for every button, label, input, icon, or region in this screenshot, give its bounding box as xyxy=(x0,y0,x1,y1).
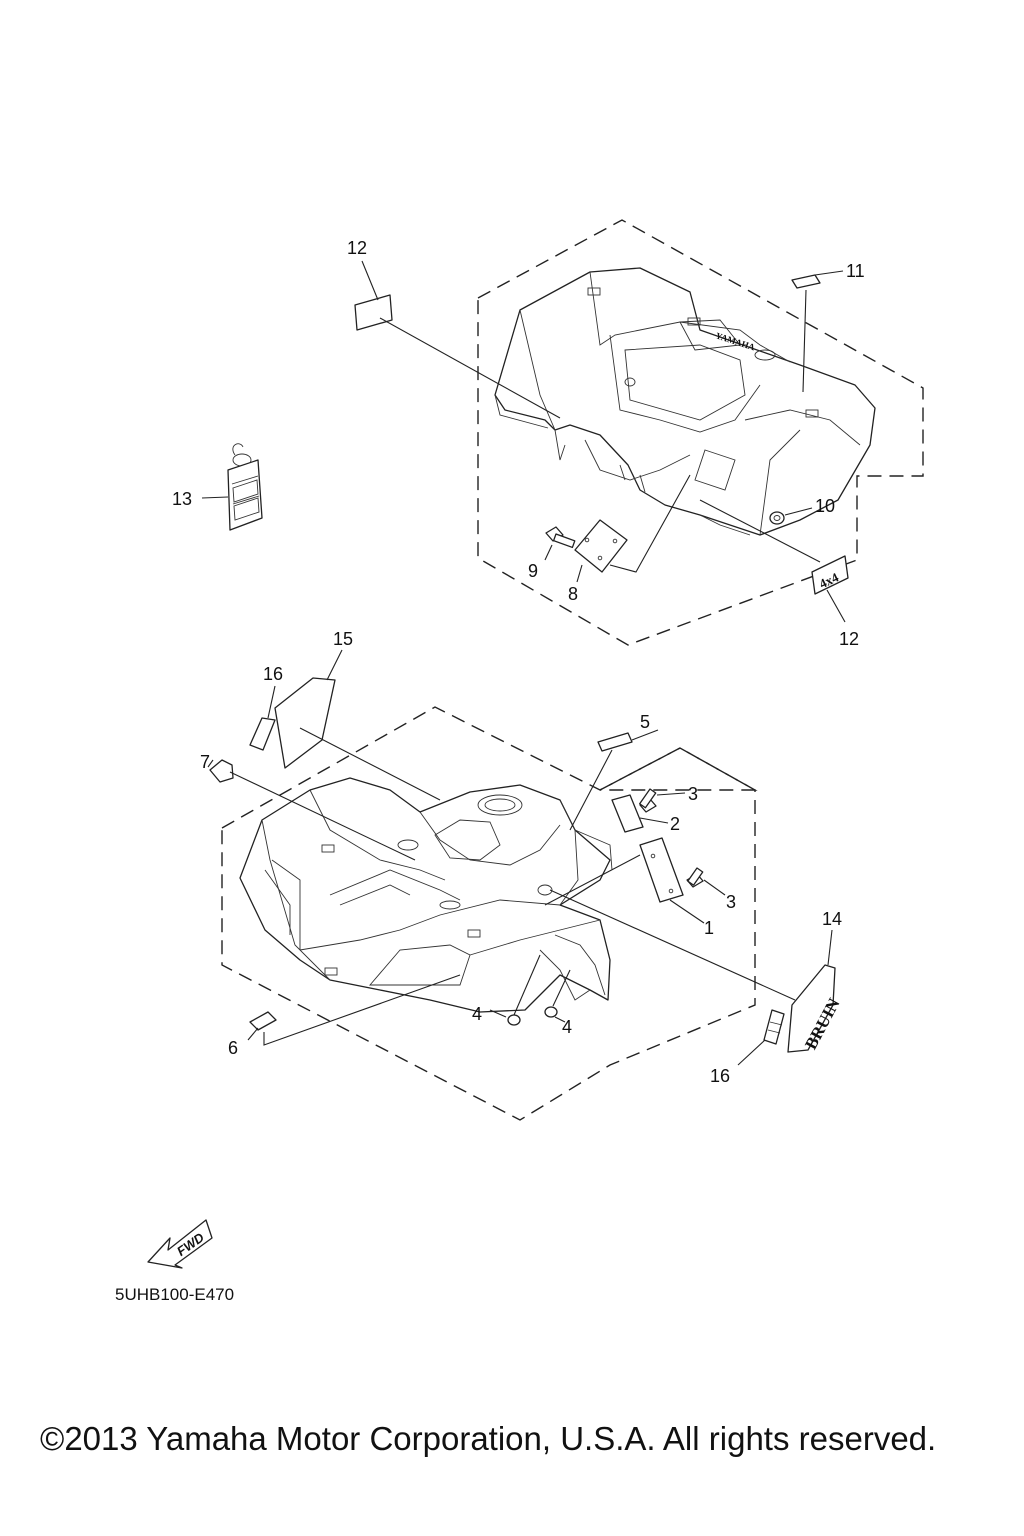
front-fender-group: 15 16 7 5 3 2 3 xyxy=(200,629,844,1121)
part-4-washer-right xyxy=(544,1006,558,1018)
rear-fender: YAMAHA xyxy=(494,267,876,536)
forward-arrow-icon: FWD xyxy=(147,1219,213,1269)
part-12-label xyxy=(354,294,393,331)
part-13-tag xyxy=(227,443,263,531)
part-7-cap xyxy=(209,759,234,783)
callout-10: 10 xyxy=(815,496,835,516)
copyright-notice: ©2013 Yamaha Motor Corporation, U.S.A. A… xyxy=(40,1420,936,1457)
part-16-emblem-top xyxy=(249,717,276,751)
part-15-decal xyxy=(274,677,336,769)
callout-12-bottom: 12 xyxy=(839,629,859,649)
callout-16-top: 16 xyxy=(263,664,283,684)
front-fender xyxy=(239,777,613,1013)
callout-2: 2 xyxy=(670,814,680,834)
part-1-bracket xyxy=(639,837,684,903)
callout-6: 6 xyxy=(228,1038,238,1058)
callout-11: 11 xyxy=(846,261,865,281)
callout-13: 13 xyxy=(172,489,192,509)
callout-9: 9 xyxy=(528,561,538,581)
callout-12-top: 12 xyxy=(347,238,367,258)
part-4-washer-left xyxy=(507,1014,521,1026)
part-9-bolt xyxy=(545,526,576,549)
callout-1: 1 xyxy=(704,918,714,938)
front-fender-boundary xyxy=(221,706,756,1121)
callout-15: 15 xyxy=(333,629,353,649)
part-3-bolt-top xyxy=(639,788,657,813)
part-16-emblem-bottom xyxy=(763,1009,785,1045)
callout-14: 14 xyxy=(822,909,842,929)
callout-16-bottom: 16 xyxy=(710,1066,730,1086)
callout-3-top: 3 xyxy=(688,784,698,804)
rear-fender-group: YAMAHA 11 12 10 4x4 12 8 xyxy=(172,219,924,649)
part-5-label xyxy=(597,732,633,752)
diagram-code: 5UHB100-E470 xyxy=(115,1285,234,1304)
part-3-bolt-bottom xyxy=(686,867,704,888)
part-10-grommet xyxy=(769,511,785,525)
part-6-label xyxy=(249,1011,277,1031)
part-8-plate xyxy=(574,519,628,573)
callout-8: 8 xyxy=(568,584,578,604)
callout-5: 5 xyxy=(640,712,650,732)
part-11-label xyxy=(791,274,821,289)
part-12-4x4-decal xyxy=(811,555,849,595)
callout-4-left: 4 xyxy=(472,1004,482,1024)
part-14-bruin-decal xyxy=(787,964,836,1053)
rear-fender-boundary xyxy=(477,219,924,646)
callout-4-right: 4 xyxy=(562,1017,572,1037)
part-2-plate xyxy=(611,794,644,833)
front-bracket-boundary xyxy=(599,747,758,791)
callout-3-bottom: 3 xyxy=(726,892,736,912)
callout-7: 7 xyxy=(200,752,210,772)
